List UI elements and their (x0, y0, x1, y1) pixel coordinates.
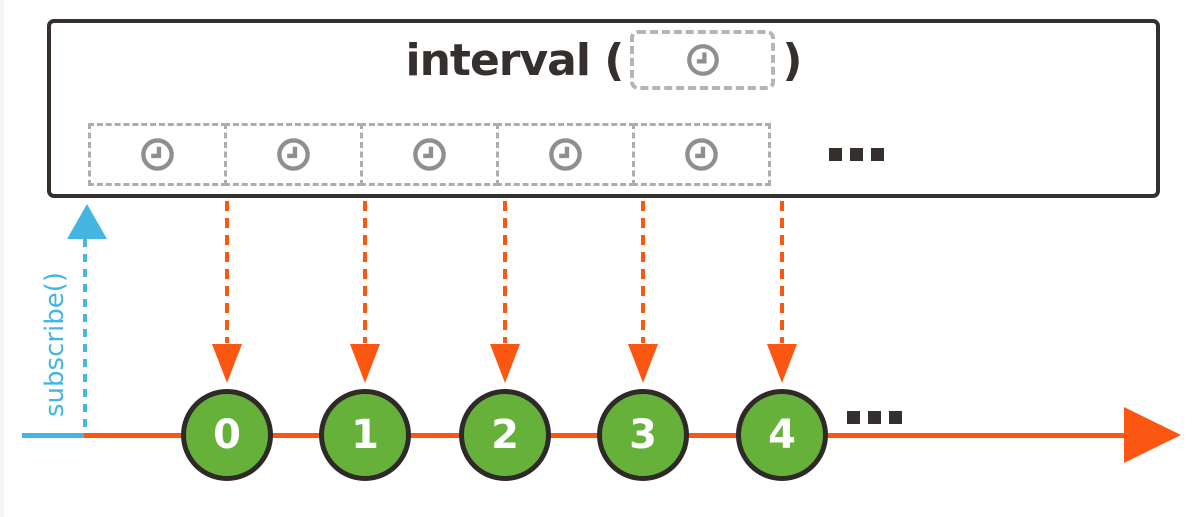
emit-arrow-line (225, 201, 229, 343)
interval-period-cell (360, 123, 499, 186)
clock-icon (141, 138, 174, 171)
ellipsis-dot (847, 411, 860, 424)
timeline-arrow-head-icon (1124, 407, 1181, 463)
emit-arrow-head-icon (490, 344, 520, 383)
interval-period-cell (224, 123, 363, 186)
emission-marble: 2 (459, 389, 551, 481)
ellipsis-icon (847, 411, 902, 424)
emit-arrow-line (363, 201, 367, 343)
clock-icon (413, 138, 446, 171)
operator-close-paren: ) (782, 34, 802, 86)
clock-icon (687, 44, 719, 76)
timeline-subscribed-segment (22, 433, 84, 438)
interval-period-cell (496, 123, 635, 186)
subscribe-label: subscribe() (40, 271, 70, 417)
emission-value: 0 (213, 412, 241, 458)
interval-period-cell (88, 123, 227, 186)
ellipsis-dot (889, 411, 902, 424)
page-edge (0, 0, 4, 517)
operator-box: interval ( ) (47, 19, 1160, 198)
emission-value: 1 (351, 412, 379, 458)
emission-value: 3 (629, 412, 657, 458)
emit-arrow-line (780, 201, 784, 343)
interval-period-cell (632, 123, 771, 186)
clock-icon (685, 138, 718, 171)
clock-icon (549, 138, 582, 171)
emit-arrow-head-icon (350, 344, 380, 383)
emission-value: 2 (491, 412, 519, 458)
interval-period-row (88, 123, 884, 186)
ellipsis-dot (868, 411, 881, 424)
emit-arrow-head-icon (628, 344, 658, 383)
ellipsis-icon (829, 148, 884, 161)
emit-arrow-head-icon (212, 344, 242, 383)
emit-arrow-line (641, 201, 645, 343)
subscribe-arrow-head-icon (67, 204, 107, 239)
subscribe-arrow-line (83, 239, 87, 433)
operator-title: interval ( ) (51, 27, 1156, 93)
clock-icon (277, 138, 310, 171)
emit-arrow-line (503, 201, 507, 343)
operator-argument-box (630, 30, 776, 90)
emission-marble: 3 (597, 389, 689, 481)
emission-value: 4 (768, 412, 796, 458)
ellipsis-dot (850, 148, 863, 161)
emit-arrow-head-icon (767, 344, 797, 383)
ellipsis-dot (871, 148, 884, 161)
ellipsis-dot (829, 148, 842, 161)
emission-marble: 4 (736, 389, 828, 481)
operator-name-text: interval ( (405, 34, 625, 86)
emission-marble: 0 (181, 389, 273, 481)
emission-marble: 1 (319, 389, 411, 481)
